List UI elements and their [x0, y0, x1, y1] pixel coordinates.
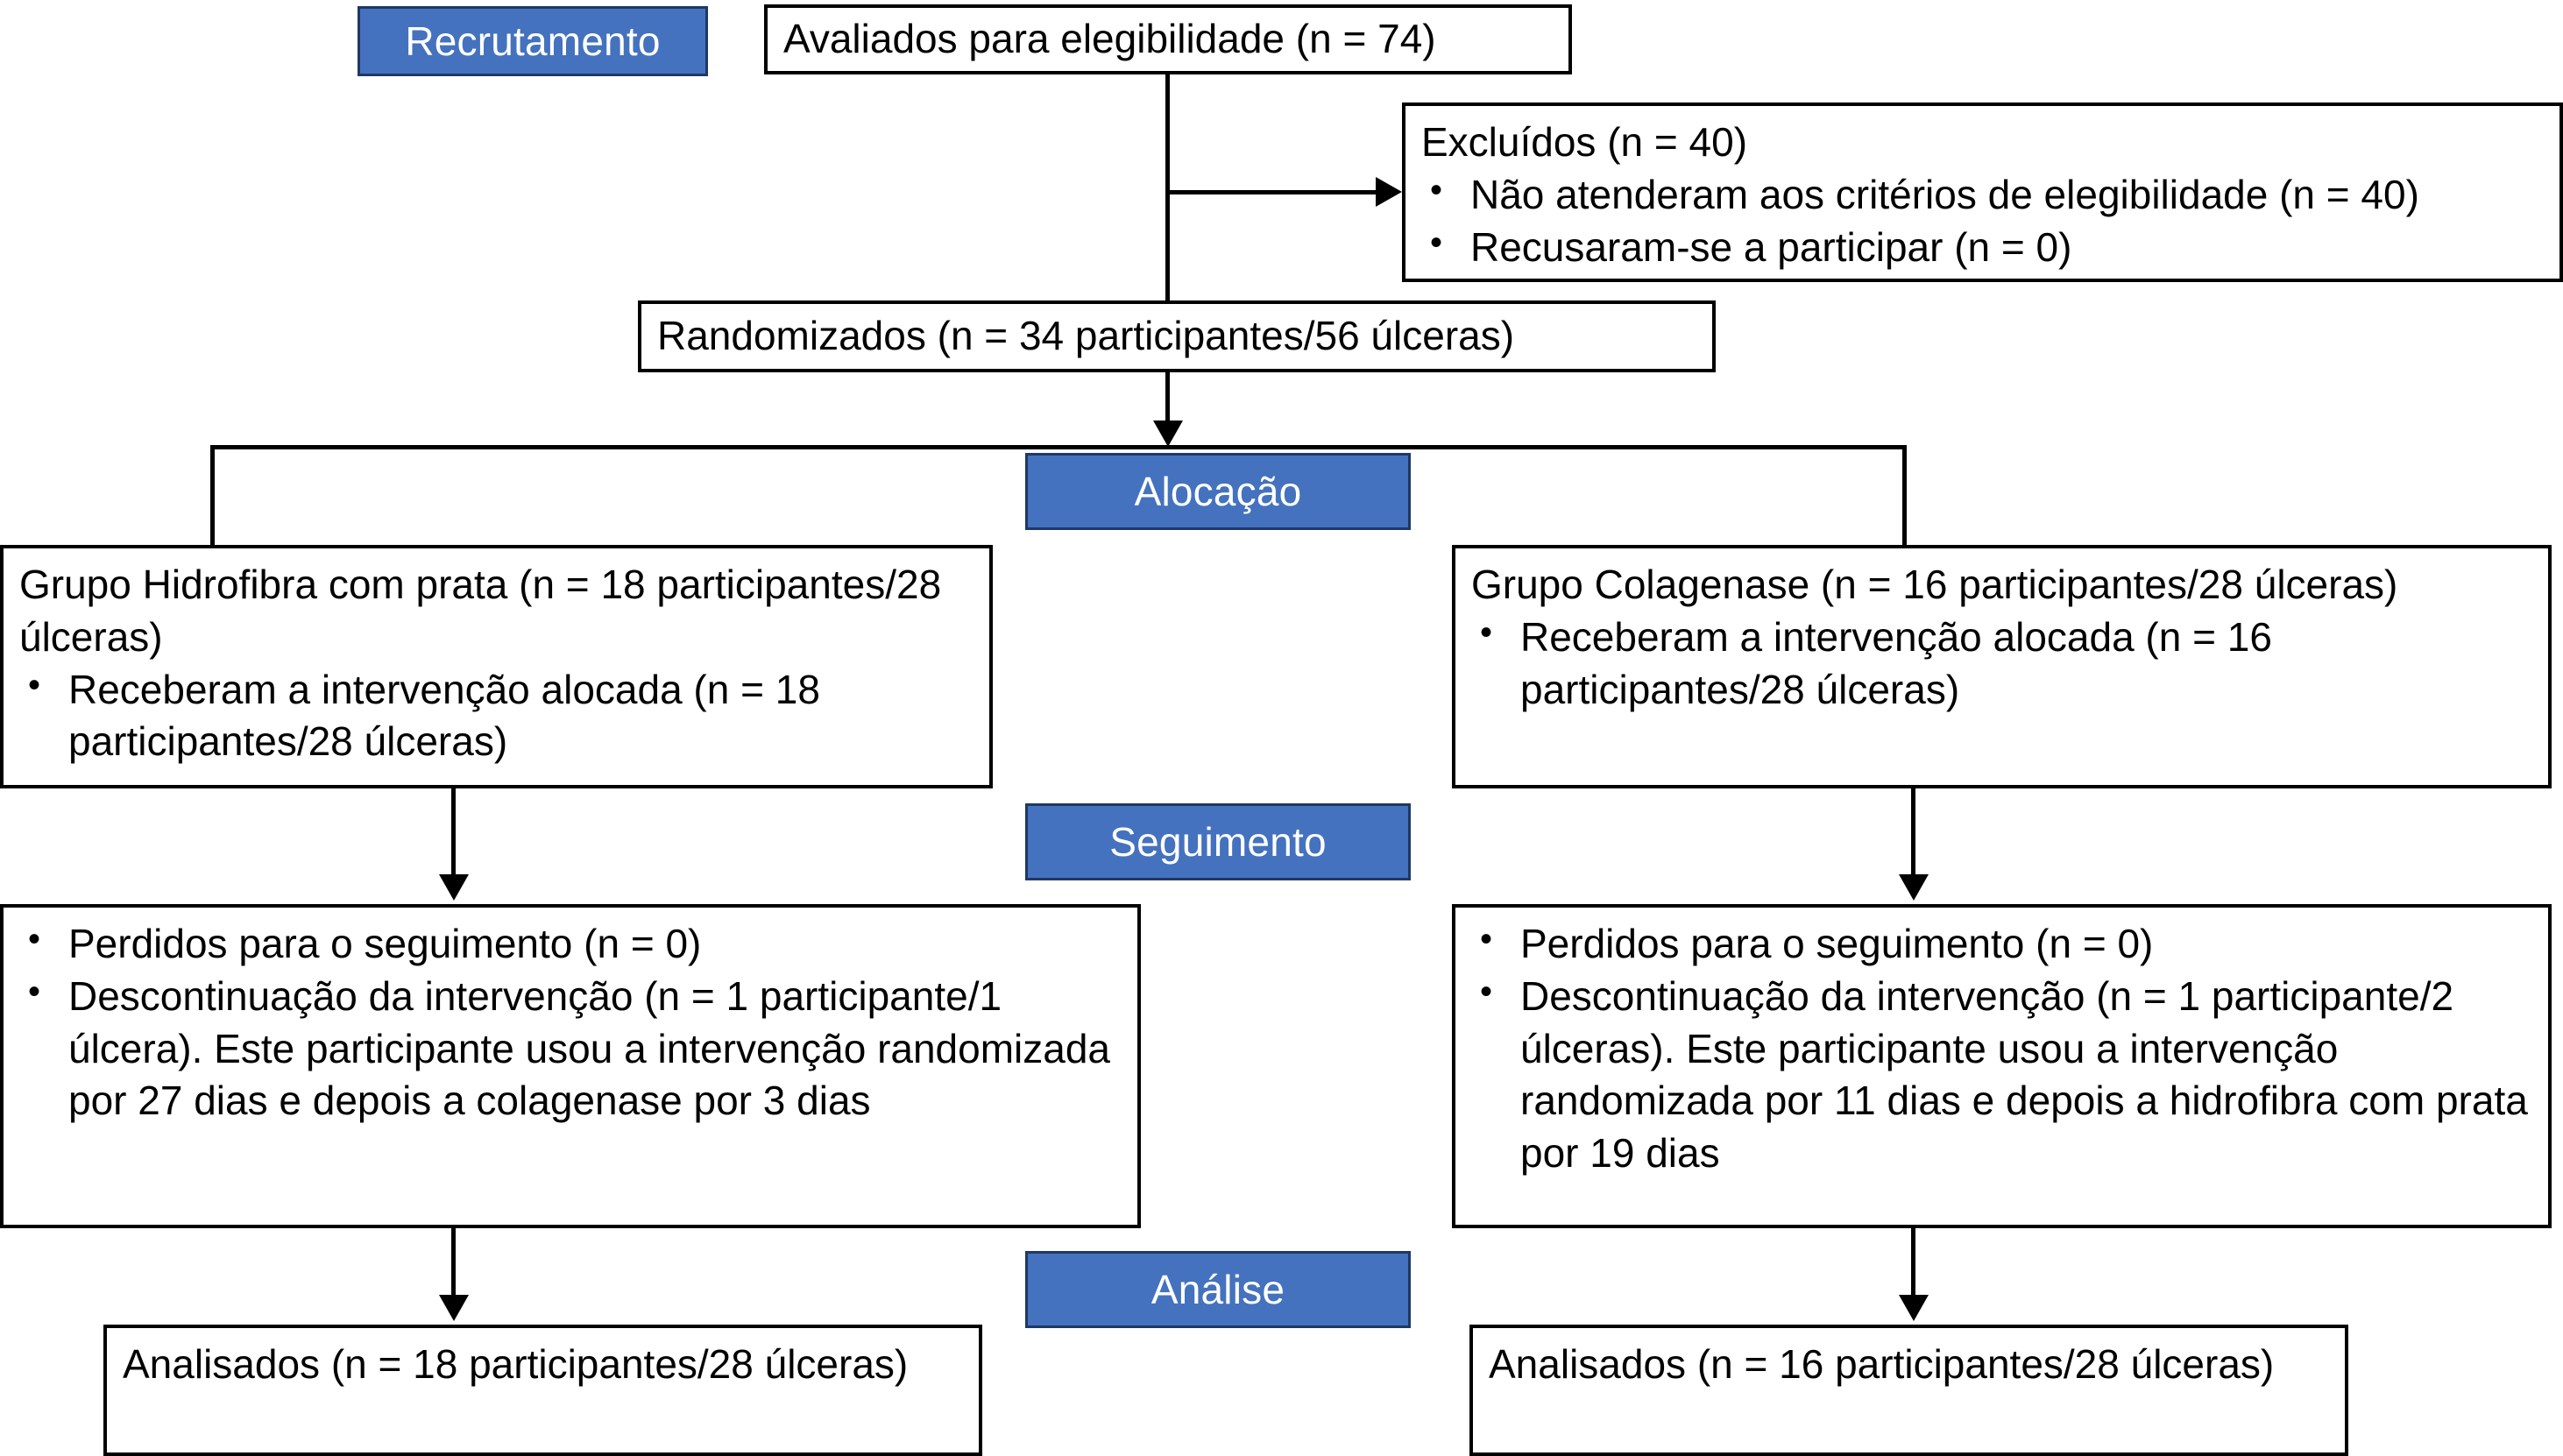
connector-followup-left-to-analysed	[451, 1228, 456, 1298]
box-allocation-colagenase: Grupo Colagenase (n = 16 participantes/2…	[1452, 545, 2552, 788]
box-randomized: Randomizados (n = 34 participantes/56 úl…	[638, 300, 1716, 372]
list-item: Não atenderam aos critérios de elegibili…	[1421, 167, 2545, 222]
alloc-right-heading: Grupo Colagenase (n = 16 participantes/2…	[1471, 562, 2398, 607]
assessed-text: Avaliados para elegibilidade (n = 74)	[783, 16, 1436, 62]
stage-label-recrutamento: Recrutamento	[405, 18, 661, 64]
list-item: Receberam a intervenção alocada (n = 16 …	[1471, 610, 2534, 717]
box-followup-colagenase: Perdidos para o seguimento (n = 0) Desco…	[1452, 904, 2552, 1228]
analysed-left-text: Analisados (n = 18 participantes/28 úlce…	[123, 1341, 909, 1387]
arrow-alloc-left-to-followup-icon	[439, 874, 469, 901]
follow-left-bullet-list: Perdidos para o seguimento (n = 0) Desco…	[19, 916, 1123, 1127]
arrow-to-excluded-icon	[1376, 177, 1402, 207]
box-excluded: Excluídos (n = 40) Não atenderam aos cri…	[1402, 102, 2563, 282]
analysed-right-text: Analisados (n = 16 participantes/28 úlce…	[1489, 1341, 2275, 1387]
randomized-text: Randomizados (n = 34 participantes/56 úl…	[657, 313, 1515, 359]
box-analysed-hidrofibra: Analisados (n = 18 participantes/28 úlce…	[103, 1325, 982, 1456]
alloc-left-heading: Grupo Hidrofibra com prata (n = 18 parti…	[19, 562, 942, 660]
alloc-right-bullet-list: Receberam a intervenção alocada (n = 16 …	[1471, 610, 2534, 717]
connector-assessed-to-randomized	[1165, 74, 1170, 302]
stage-banner-analise: Análise	[1025, 1251, 1411, 1328]
excluded-heading: Excluídos (n = 40)	[1421, 119, 1748, 165]
arrow-randomized-down-icon	[1153, 421, 1183, 447]
arrow-alloc-right-to-followup-icon	[1899, 874, 1929, 901]
arrow-followup-right-to-analysed-icon	[1899, 1295, 1929, 1321]
list-item: Descontinuação da intervenção (n = 1 par…	[1471, 969, 2534, 1180]
excluded-bullet-list: Não atenderam aos critérios de elegibili…	[1421, 167, 2545, 274]
follow-right-bullet-list: Perdidos para o seguimento (n = 0) Desco…	[1471, 916, 2534, 1180]
connector-alloc-left-to-followup	[451, 788, 456, 876]
connector-randomized-down	[1165, 372, 1170, 425]
box-allocation-hidrofibra: Grupo Hidrofibra com prata (n = 18 parti…	[0, 545, 993, 788]
connector-allocation-left-drop	[210, 445, 215, 546]
box-analysed-colagenase: Analisados (n = 16 participantes/28 úlce…	[1469, 1325, 2348, 1456]
list-item: Perdidos para o seguimento (n = 0)	[19, 916, 1123, 971]
stage-banner-recrutamento: Recrutamento	[358, 6, 708, 76]
stage-banner-seguimento: Seguimento	[1025, 803, 1411, 880]
stage-label-seguimento: Seguimento	[1109, 819, 1327, 865]
stage-label-alocacao: Alocação	[1134, 469, 1302, 514]
connector-alloc-right-to-followup	[1911, 788, 1915, 876]
connector-allocation-split-bar	[210, 445, 1907, 449]
box-assessed-for-eligibility: Avaliados para elegibilidade (n = 74)	[764, 4, 1572, 74]
list-item: Receberam a intervenção alocada (n = 18 …	[19, 662, 975, 769]
alloc-left-bullet-list: Receberam a intervenção alocada (n = 18 …	[19, 662, 975, 769]
arrow-followup-left-to-analysed-icon	[439, 1295, 469, 1321]
connector-assessed-to-excluded	[1165, 190, 1377, 194]
list-item: Recusaram-se a participar (n = 0)	[1421, 220, 2545, 274]
box-followup-hidrofibra: Perdidos para o seguimento (n = 0) Desco…	[0, 904, 1141, 1228]
stage-label-analise: Análise	[1151, 1267, 1285, 1312]
list-item: Descontinuação da intervenção (n = 1 par…	[19, 969, 1123, 1127]
connector-allocation-right-drop	[1902, 445, 1907, 546]
list-item: Perdidos para o seguimento (n = 0)	[1471, 916, 2534, 971]
stage-banner-alocacao: Alocação	[1025, 453, 1411, 530]
connector-followup-right-to-analysed	[1911, 1228, 1915, 1298]
